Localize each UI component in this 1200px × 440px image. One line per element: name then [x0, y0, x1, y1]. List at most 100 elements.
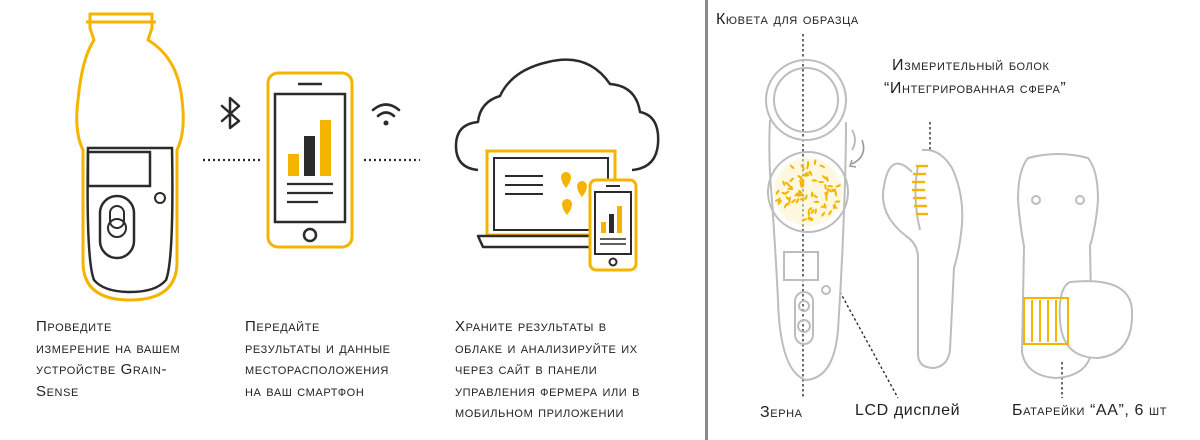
grain-mark [809, 170, 813, 176]
bar-chart-icon [288, 120, 331, 176]
grain-mark [789, 164, 795, 169]
grain-mark [807, 210, 810, 217]
grain-mark [831, 188, 837, 193]
grain-mark [811, 179, 818, 182]
grain-mark [784, 181, 790, 186]
grain-mark [781, 191, 787, 195]
grain-mark [785, 196, 790, 201]
caption-line: на ваш смартфон [245, 382, 365, 400]
sphere-label-line2: “Интегрированная сфера” [884, 80, 1067, 97]
grain-mark [807, 216, 814, 220]
grain-mark [798, 189, 802, 196]
grain-mark [813, 159, 817, 166]
grain-mark [806, 160, 810, 167]
smartphone-icon [266, 71, 354, 249]
lcd-label: LCD дисплей [855, 402, 961, 419]
grains-icon [774, 158, 842, 226]
grain-mark [794, 192, 800, 197]
grain-mark [796, 194, 803, 197]
left-illustrations [75, 12, 660, 302]
grain-mark [782, 180, 786, 187]
grain-mark [827, 185, 834, 188]
caption-line: Sense [36, 382, 79, 400]
batteries-label: Батарейки “AA”, 6 шт [1012, 402, 1168, 419]
grain-mark [800, 164, 805, 170]
caption-line: измерение на вашем [36, 339, 181, 357]
grain-mark [795, 198, 800, 204]
caption-line: Храните результаты в [455, 318, 607, 335]
wifi-icon [371, 103, 401, 126]
sphere-label-line1: Измерительный болок [892, 57, 1050, 74]
map-pin-icon [561, 172, 587, 215]
caption-line: облаке и анализируйте их [455, 339, 638, 357]
grain-mark [814, 208, 817, 215]
grainsense-device-icon [75, 12, 185, 302]
grain-mark [823, 203, 827, 209]
grain-mark [797, 175, 803, 179]
grain-mark [795, 193, 802, 197]
grain-mark [832, 204, 838, 209]
grain-mark [810, 209, 815, 215]
step-1-caption: Проведите измерение на вашем устройстве … [36, 316, 180, 402]
step-3-caption: Храните результаты в облаке и анализируй… [455, 316, 640, 424]
cloud-icon [454, 58, 660, 172]
grain-mark [806, 163, 809, 170]
grain-mark [775, 189, 780, 195]
grain-mark [824, 183, 827, 190]
grain-mark [786, 200, 791, 206]
grain-mark [799, 178, 805, 183]
grain-mark [777, 197, 781, 203]
grains-label: Зерна [760, 404, 803, 421]
caption-line: Проведите [36, 318, 112, 335]
grain-mark [784, 190, 790, 195]
bluetooth-icon [220, 96, 241, 130]
grain-mark [828, 210, 832, 216]
step-2-caption: Передайте результаты и данные местораспо… [245, 316, 391, 402]
grain-mark [801, 218, 808, 222]
grain-mark [822, 175, 827, 180]
rotate-arrow-icon [848, 139, 865, 168]
grain-mark [835, 184, 841, 188]
grain-mark [826, 187, 832, 193]
grain-mark [791, 199, 796, 204]
grain-mark [830, 188, 837, 193]
grain-mark [813, 200, 820, 203]
grain-mark [787, 184, 794, 189]
grain-mark [799, 197, 806, 201]
smartphone-icon [588, 178, 638, 272]
grain-mark [807, 217, 814, 222]
caption-line: устройстве Grain- [36, 361, 168, 378]
grain-mark [826, 176, 829, 183]
grain-mark [788, 196, 791, 203]
grain-mark [821, 211, 826, 217]
grain-mark [796, 194, 803, 197]
grain-mark [798, 189, 803, 195]
caption-line: мобильном приложении [455, 404, 625, 421]
grain-mark [777, 199, 782, 205]
grain-mark [812, 194, 818, 199]
grain-mark [804, 194, 808, 201]
grain-mark [787, 187, 794, 191]
grain-mark [801, 181, 805, 188]
grain-mark [798, 180, 804, 185]
grain-mark [803, 174, 810, 177]
grain-mark [833, 203, 836, 210]
grain-mark [783, 203, 788, 209]
caption-line: управления фермера или в [455, 382, 641, 400]
integrating-sphere-icon [912, 164, 928, 216]
grain-mark [824, 191, 828, 198]
grain-mark [825, 189, 829, 196]
grain-mark [803, 172, 810, 175]
battery-icon [1023, 297, 1069, 345]
grain-mark [789, 177, 795, 182]
grain-mark [819, 164, 826, 168]
grain-mark [820, 205, 827, 208]
grainsense-front-view [765, 59, 856, 382]
caption-line: Передайте [245, 318, 320, 335]
grain-mark [799, 182, 803, 189]
grain-mark [825, 195, 828, 202]
grainsense-back-view [1016, 153, 1134, 380]
caption-line: через сайт в панели [455, 361, 598, 378]
grain-mark [834, 190, 837, 197]
